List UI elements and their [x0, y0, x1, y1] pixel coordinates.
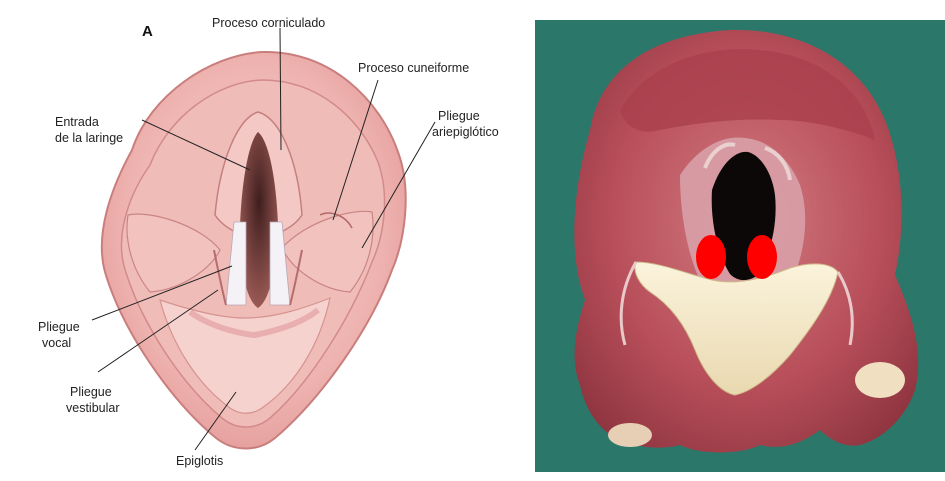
label-entrada-line1: Entrada [55, 115, 99, 129]
marker-left [696, 235, 726, 279]
marker-right [747, 235, 777, 279]
label-proceso-corniculado: Proceso corniculado [212, 16, 325, 30]
panel-letter: A [142, 23, 153, 40]
label-proceso-cuneiforme: Proceso cuneiforme [358, 61, 469, 75]
label-ariepi-line2: ariepiglótico [432, 125, 499, 139]
label-vocal-line1: Pliegue [38, 320, 80, 334]
lower-cartilage-right [855, 362, 905, 398]
label-entrada-line2: de la laringe [55, 131, 123, 145]
label-vocal-line2: vocal [42, 336, 71, 350]
label-vestibular-line1: Pliegue [70, 385, 112, 399]
label-ariepi-line1: Pliegue [438, 109, 480, 123]
specimen-photo [535, 20, 945, 472]
label-vestibular-line2: vestibular [66, 401, 120, 415]
larynx-illustration [102, 52, 406, 449]
label-epiglotis: Epiglotis [176, 454, 223, 468]
lower-cartilage-left [608, 423, 652, 447]
